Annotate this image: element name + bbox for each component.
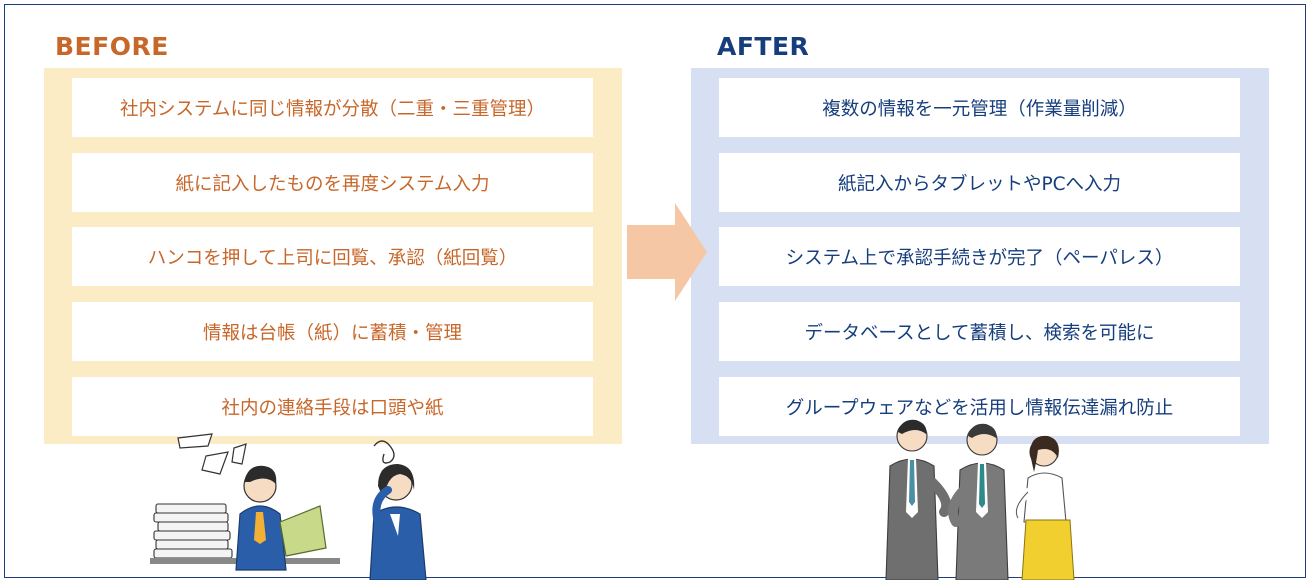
after-item: データベースとして蓄積し、検索を可能に [719, 302, 1240, 361]
after-item: システム上で承認手続きが完了（ペーパレス） [719, 227, 1240, 286]
before-item: 社内の連絡手段は口頭や紙 [72, 377, 593, 436]
before-item: 紙に記入したものを再度システム入力 [72, 153, 593, 212]
before-item: ハンコを押して上司に回覧、承認（紙回覧） [72, 227, 593, 286]
after-item: 複数の情報を一元管理（作業量削減） [719, 78, 1240, 137]
before-panel: 社内システムに同じ情報が分散（二重・三重管理） 紙に記入したものを再度システム入… [44, 68, 622, 444]
after-title: AFTER [717, 32, 810, 61]
after-panel: 複数の情報を一元管理（作業量削減） 紙記入からタブレットやPCへ入力 システム上… [691, 68, 1269, 444]
before-item: 情報は台帳（紙）に蓄積・管理 [72, 302, 593, 361]
before-title: BEFORE [55, 32, 169, 61]
business-people-discussion-illustration [885, 419, 1075, 580]
right-arrow-icon [627, 203, 707, 301]
stressed-office-workers-illustration [150, 433, 427, 580]
before-item: 社内システムに同じ情報が分散（二重・三重管理） [72, 78, 593, 137]
after-item: 紙記入からタブレットやPCへ入力 [719, 153, 1240, 212]
